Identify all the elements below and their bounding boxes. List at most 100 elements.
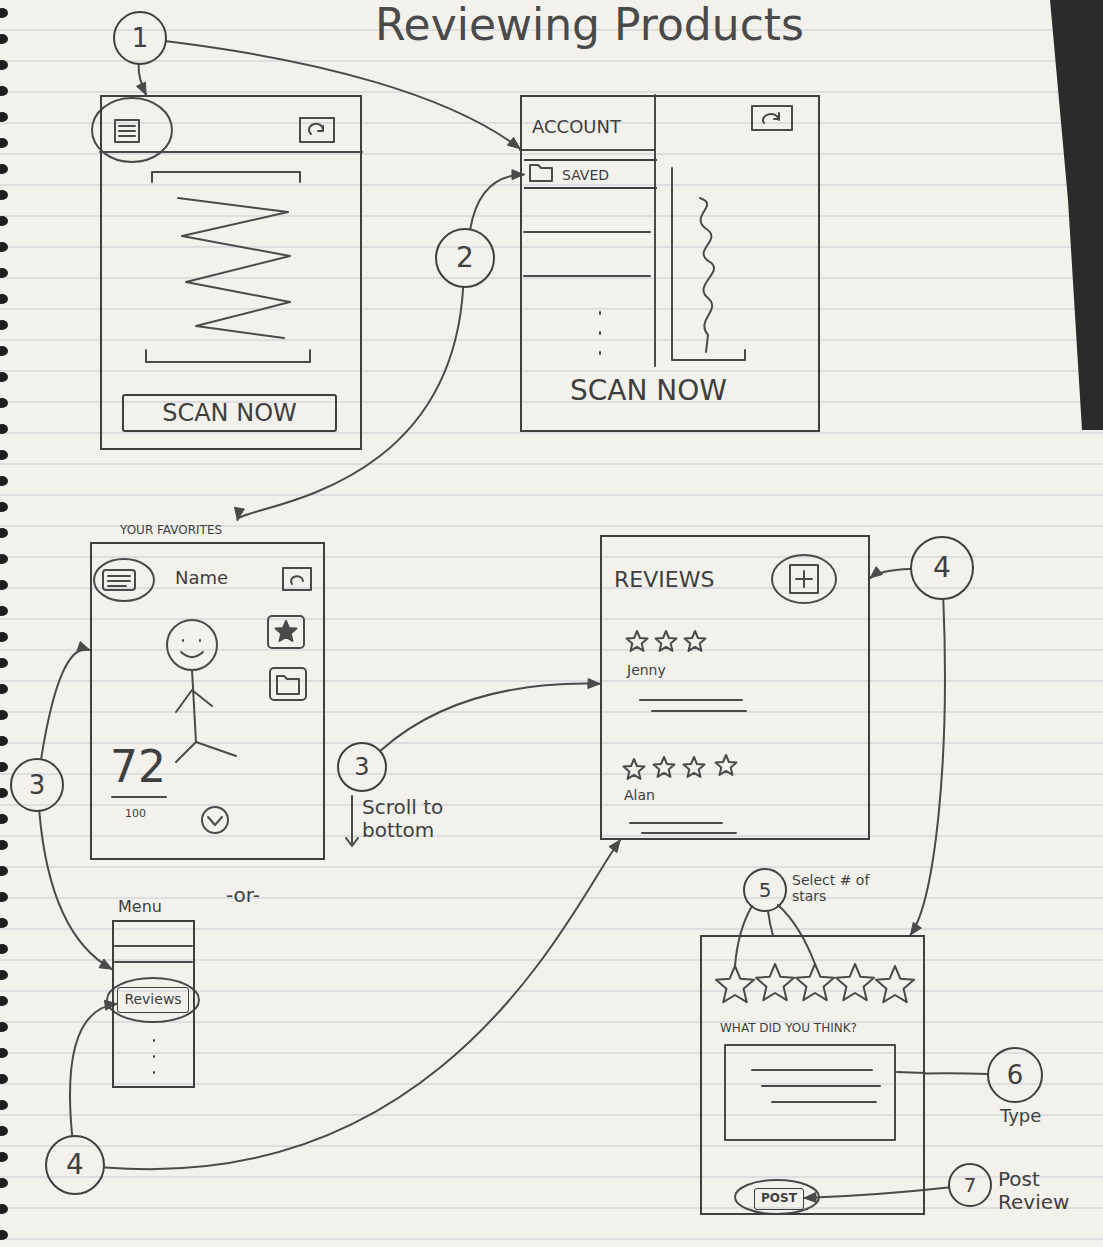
screen-text: Alan — [624, 787, 655, 803]
chevron — [208, 817, 222, 825]
callout-number: 6 — [989, 1049, 1041, 1101]
scribble — [700, 198, 714, 352]
connector-line — [105, 840, 620, 1169]
callout-number: 3 — [12, 760, 62, 810]
connector-line — [470, 175, 524, 229]
rating-star — [685, 631, 706, 651]
star-icon — [276, 621, 297, 641]
arrowhead — [512, 170, 524, 180]
screen-box: REVIEWSJennyAlan — [600, 535, 870, 840]
callout-circle: 7 — [948, 1163, 992, 1207]
connector — [768, 912, 773, 935]
screen-box: ACCOUNTSCAN NOWSAVED — [520, 95, 820, 432]
callout-circle: 1 — [113, 11, 167, 65]
annotation: Select # of stars — [792, 872, 880, 904]
connector — [470, 170, 524, 229]
circle-mark — [94, 559, 154, 601]
rating-star — [627, 631, 648, 651]
scroll-arrow — [346, 796, 358, 846]
connector-line — [70, 1004, 117, 1135]
connector — [105, 840, 620, 1169]
text-area — [725, 1045, 895, 1140]
screen-box: YOUR FAVORITESName72100 — [90, 520, 325, 860]
refresh-icon — [283, 568, 311, 590]
scribble — [178, 198, 290, 338]
review-lines — [630, 823, 736, 833]
connector — [136, 65, 146, 95]
arrowhead — [105, 1000, 117, 1010]
menu-icon — [103, 570, 135, 590]
menu-icon-lines — [119, 126, 135, 136]
arrowhead — [588, 678, 600, 688]
list-rows — [524, 232, 650, 276]
screen-text: SAVED — [562, 167, 609, 183]
arrowhead — [136, 82, 146, 95]
connector-line — [911, 600, 945, 935]
table-edge — [1050, 0, 1103, 430]
screen-box: WHAT DID YOU THINK?POST — [700, 935, 925, 1215]
callout-number: 3 — [339, 744, 385, 790]
connector-line — [768, 912, 773, 935]
button-box: Reviews — [117, 987, 189, 1013]
circle-mark — [772, 555, 836, 603]
divider — [520, 149, 655, 151]
screen-text: 100 — [125, 808, 146, 821]
button-label: SCAN NOW — [122, 394, 337, 432]
folder-icon — [530, 165, 552, 181]
score-line — [112, 796, 166, 798]
arrowhead — [235, 507, 245, 520]
screen-box: SCAN NOW — [100, 95, 362, 450]
dots — [153, 1040, 155, 1073]
star-button — [268, 616, 304, 648]
rating-star — [654, 757, 675, 777]
diagram-title: Reviewing Products — [375, 0, 804, 51]
callout-circle: 4 — [45, 1135, 105, 1195]
rating-star — [836, 964, 874, 1000]
annotation: Type — [1000, 1106, 1041, 1127]
circle-mark — [92, 98, 172, 162]
arrowhead — [99, 959, 112, 969]
callout-number: 5 — [745, 870, 785, 910]
refresh-arrow — [309, 124, 323, 134]
button-label: Reviews — [118, 988, 188, 1011]
connector — [804, 1187, 948, 1202]
connector — [70, 1000, 117, 1135]
callout-number: 4 — [47, 1137, 103, 1193]
connector — [39, 812, 112, 969]
arrowhead — [77, 642, 90, 651]
add-button — [790, 565, 818, 593]
arrowhead — [911, 922, 922, 935]
callout-circle: 4 — [910, 536, 974, 600]
refresh-icon — [752, 106, 792, 130]
rating-star — [716, 966, 754, 1002]
connector — [870, 567, 910, 578]
connector-line — [39, 812, 112, 969]
screen-text: SCAN NOW — [570, 375, 727, 407]
refresh-icon — [300, 118, 334, 142]
callout-circle: 5 — [743, 868, 787, 912]
top-bar — [100, 151, 362, 153]
screen-text: 72 — [110, 742, 166, 793]
list-row: SAVED — [524, 159, 657, 189]
connector — [911, 600, 945, 935]
button-label: POST — [755, 1189, 803, 1208]
plus-sign — [796, 571, 812, 587]
screen-text: Jenny — [627, 662, 666, 678]
arrowhead — [804, 1193, 816, 1203]
connector-line — [804, 1187, 948, 1198]
pencil-art — [92, 95, 925, 1214]
dots — [599, 312, 601, 354]
divider — [654, 95, 656, 366]
connector-line — [925, 1072, 987, 1075]
refresh-arrow — [763, 113, 779, 123]
leader-line — [897, 1072, 925, 1073]
connector-line — [381, 684, 600, 751]
screen-text: Menu — [118, 898, 162, 916]
rating-star — [684, 757, 705, 777]
callout-circle: 3 — [337, 742, 387, 792]
menu-icon-lines — [108, 576, 130, 586]
folder-button — [270, 668, 306, 700]
annotation: Scroll to bottom — [362, 796, 487, 842]
